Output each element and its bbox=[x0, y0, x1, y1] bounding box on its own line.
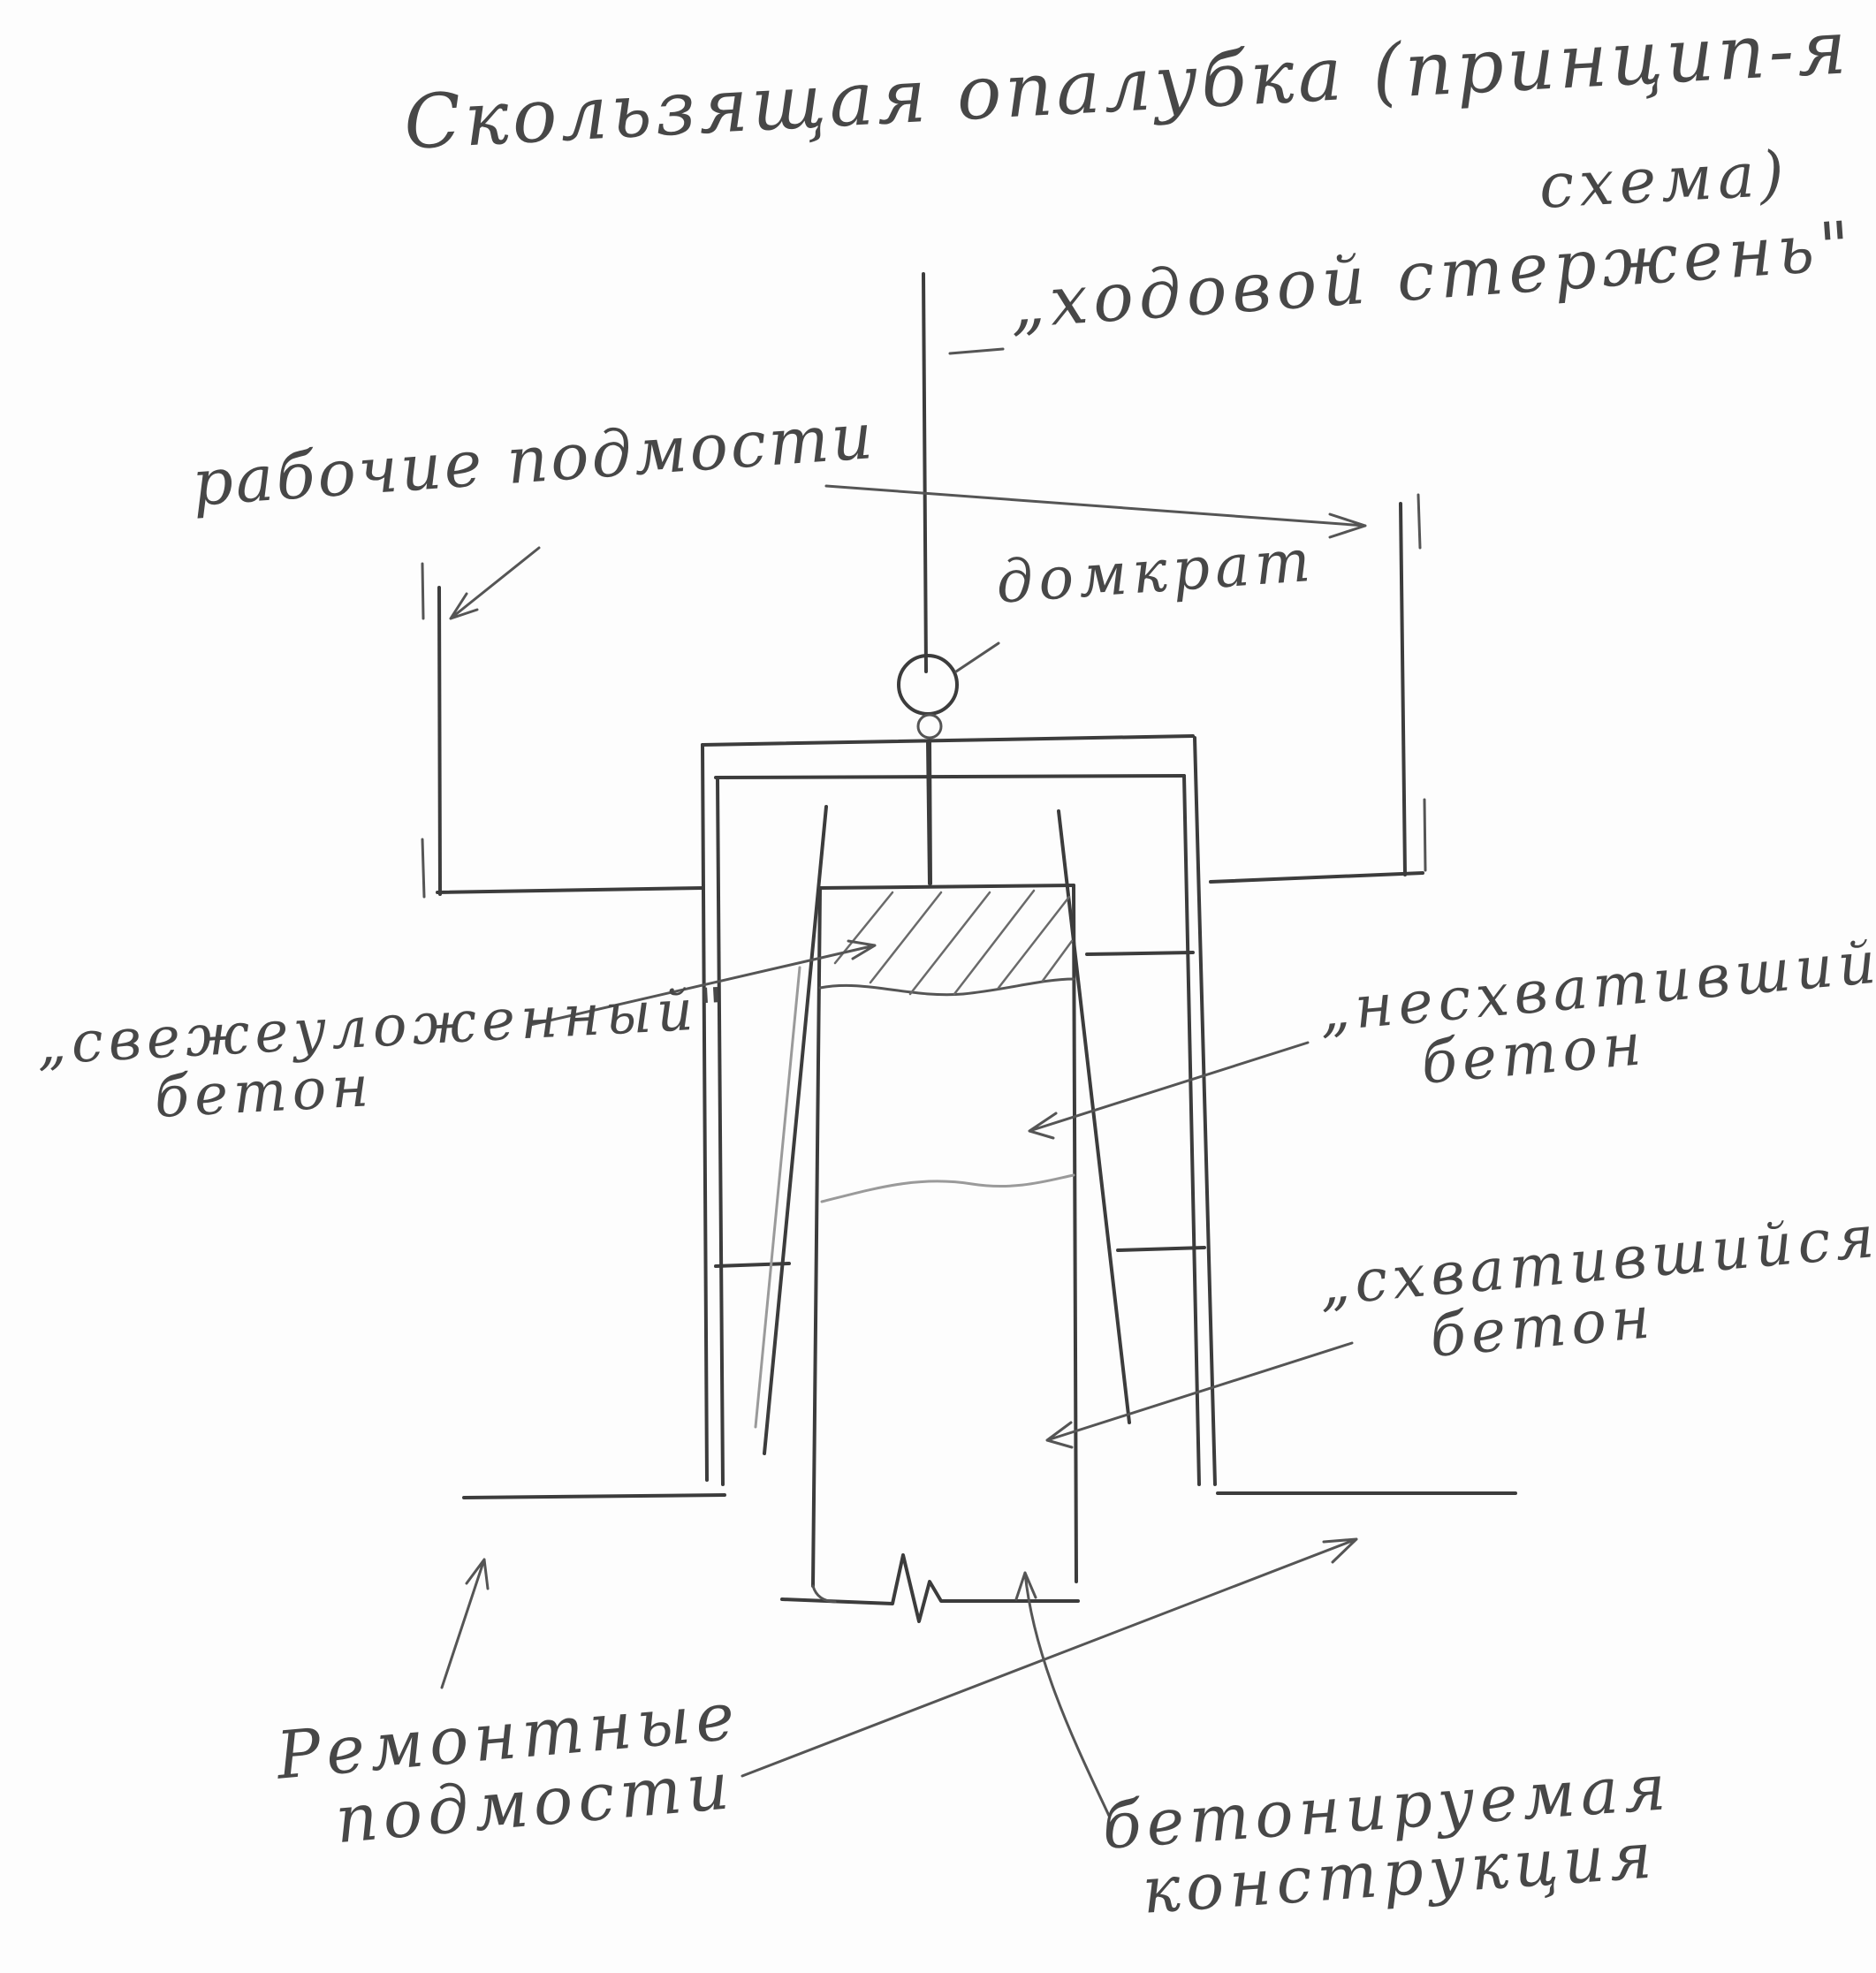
work-scaffold-left-arm bbox=[436, 886, 704, 894]
concrete-top bbox=[818, 884, 1075, 890]
fresh-hatch-4 bbox=[953, 889, 1036, 996]
yoke-right-leg bbox=[1193, 736, 1217, 1486]
rod-label-leader bbox=[948, 347, 1005, 355]
concrete-right-face bbox=[1072, 884, 1078, 1583]
work-scaffold-left-rail bbox=[421, 562, 426, 899]
fresh-hatch-3 bbox=[908, 891, 991, 996]
concrete-base-left bbox=[811, 1584, 837, 1604]
work-scaffold-right-rail bbox=[1416, 493, 1427, 872]
repair-arrow-left bbox=[440, 1558, 490, 1689]
yoke-left-leg bbox=[701, 743, 709, 1482]
jack-label-leader bbox=[954, 641, 1000, 673]
work-scaffold-right-post bbox=[1399, 502, 1407, 876]
work-scaffold-arrow-right bbox=[824, 484, 1367, 539]
work-scaffold-right-arm bbox=[1209, 871, 1424, 884]
set-concrete-leader bbox=[1045, 1341, 1354, 1449]
yoke-inner-left bbox=[716, 776, 725, 1486]
jack-circle bbox=[897, 654, 959, 716]
tie-right-lower bbox=[1116, 1246, 1206, 1252]
work-scaffold-left-post bbox=[437, 586, 442, 896]
structure-leader bbox=[1014, 1571, 1111, 1817]
diagram-title-line2: схема) bbox=[1537, 137, 1791, 223]
yoke-inner-top bbox=[714, 774, 1186, 779]
set-boundary-wave bbox=[820, 1173, 1075, 1203]
tie-right-upper bbox=[1085, 951, 1195, 956]
repair-arrow-right bbox=[741, 1537, 1358, 1778]
fresh-hatch-6 bbox=[1041, 939, 1074, 983]
work-scaffold-arrow-left bbox=[449, 546, 541, 620]
fresh-concrete-bottom-wave bbox=[818, 977, 1075, 997]
unset-concrete-leader bbox=[1028, 1041, 1310, 1140]
form-shield-right bbox=[1057, 809, 1131, 1424]
jack-inner-circle bbox=[916, 713, 943, 740]
fresh-hatch-5 bbox=[997, 895, 1071, 990]
pencil-trace-left bbox=[754, 966, 801, 1429]
repair-scaffold-left bbox=[462, 1493, 726, 1499]
ground-line bbox=[780, 1553, 1080, 1623]
form-shield-left bbox=[763, 805, 828, 1455]
fresh-hatch-2 bbox=[869, 891, 943, 984]
yoke-inner-right bbox=[1182, 774, 1201, 1486]
yoke-top-beam bbox=[701, 734, 1195, 747]
fresh-concrete-leader bbox=[528, 939, 877, 1027]
concrete-left-face bbox=[811, 886, 822, 1588]
tie-left-lower bbox=[714, 1262, 791, 1268]
